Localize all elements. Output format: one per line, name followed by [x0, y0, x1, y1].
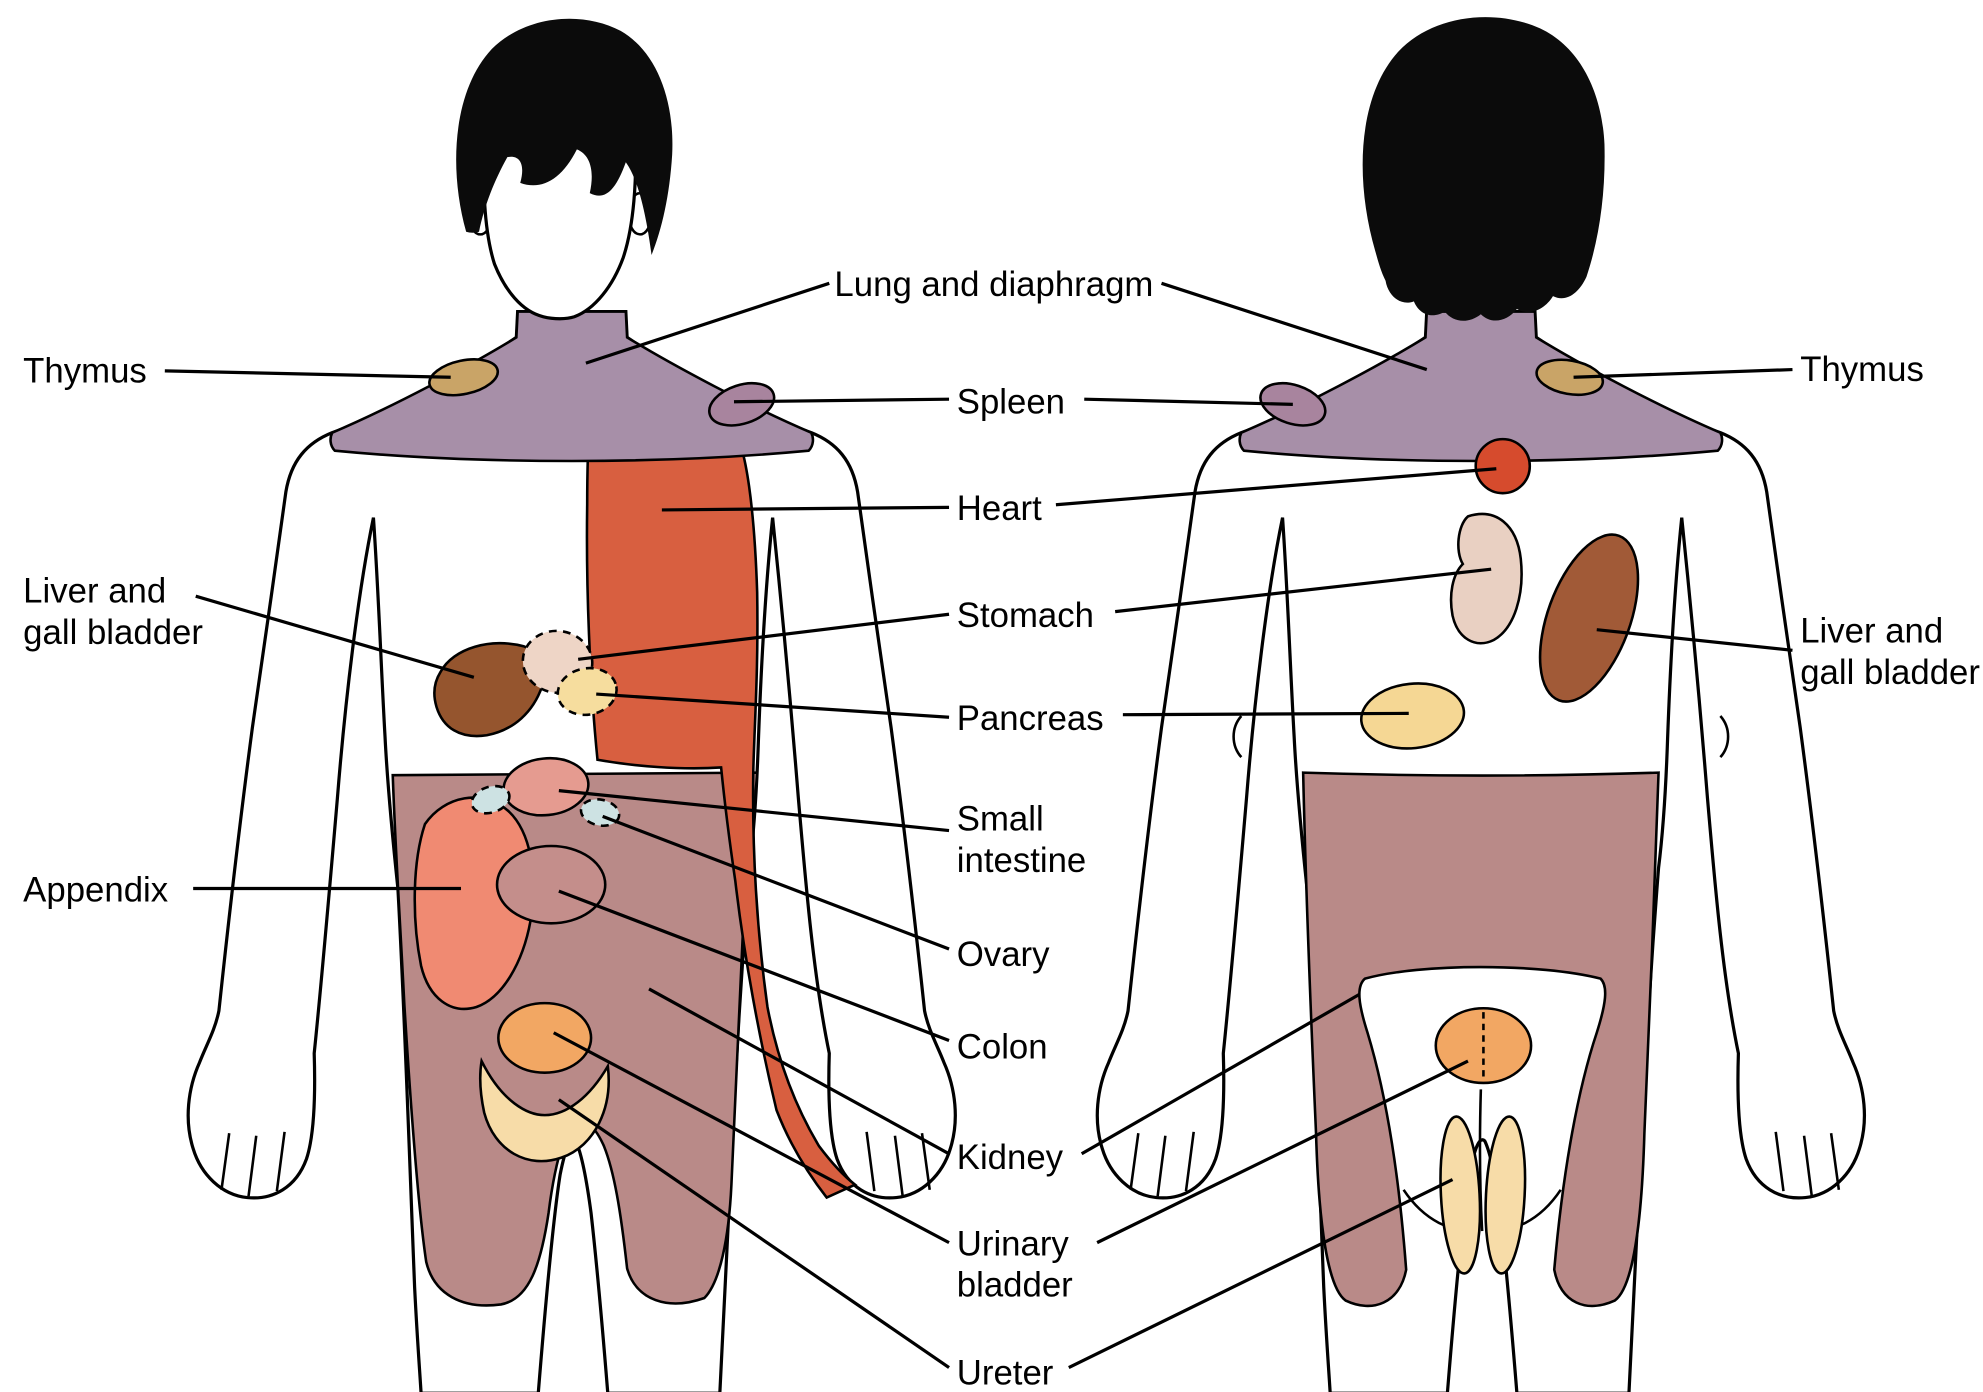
leader-pancreas-front: [596, 692, 950, 719]
front-ureter-zone: [478, 1056, 610, 1163]
label-small-intestine: Small intestine: [957, 798, 1087, 880]
leader-urinary-front: [552, 1031, 950, 1245]
leader-stomach-back: [1114, 567, 1492, 614]
leader-lines: [164, 281, 1793, 1369]
label-liver-gall-front-line2: gall bladder: [23, 612, 203, 652]
label-appendix-text: Appendix: [23, 870, 169, 910]
label-pancreas: Pancreas: [957, 698, 1104, 739]
leader-spleen-front: [733, 397, 950, 404]
label-urinary-bladder: Urinary bladder: [957, 1223, 1073, 1305]
leader-heart-back: [1055, 467, 1497, 507]
leader-lung-back: [1161, 281, 1428, 372]
label-colon: Colon: [957, 1026, 1048, 1067]
label-ureter-text: Ureter: [956, 1353, 1054, 1392]
leader-small-intestine: [558, 789, 950, 833]
label-urinary-bladder-line2: bladder: [956, 1265, 1073, 1305]
back-hair: [1362, 17, 1605, 321]
label-thymus-front: Thymus: [23, 350, 147, 391]
front-urinary-bladder-zone: [497, 1001, 593, 1074]
front-ovary-left-zone: [470, 784, 511, 815]
label-small-intestine-line2: intestine: [956, 840, 1087, 880]
leader-heart-front: [661, 505, 950, 512]
label-thymus-front-text: Thymus: [23, 351, 147, 391]
label-liver-gall-back-line1: Liver and: [1800, 611, 1944, 651]
label-ovary: Ovary: [957, 934, 1050, 975]
label-ovary-text: Ovary: [956, 934, 1050, 974]
leader-ureter-front: [557, 1098, 950, 1369]
label-heart: Heart: [957, 488, 1042, 529]
label-liver-gall-back: Liver and gall bladder: [1800, 610, 1980, 692]
front-hair: [456, 18, 673, 255]
leader-pancreas-back: [1122, 711, 1409, 717]
back-thymus-zone: [1535, 358, 1605, 397]
front-liver-gall-zone: [433, 641, 546, 738]
label-colon-text: Colon: [956, 1027, 1048, 1067]
back-lung-diaphragm-zone: [1238, 310, 1724, 463]
label-ureter: Ureter: [957, 1352, 1054, 1392]
label-small-intestine-line1: Small: [956, 799, 1044, 839]
leader-spleen-back: [1084, 397, 1293, 406]
label-liver-gall-back-line2: gall bladder: [1800, 652, 1980, 692]
back-elbow-creases: [1232, 715, 1730, 759]
back-pelvis-kidney-zone: [1301, 771, 1660, 1308]
back-gluteal-cleft: [1478, 1089, 1484, 1232]
label-liver-gall-front: Liver and gall bladder: [23, 570, 203, 652]
leader-ovary: [602, 814, 950, 951]
back-stomach-zone: [1449, 512, 1523, 645]
label-spleen: Spleen: [957, 381, 1065, 422]
label-urinary-bladder-line1: Urinary: [956, 1224, 1069, 1264]
back-heart-zone: [1474, 437, 1532, 495]
leader-liver-back: [1596, 628, 1793, 652]
front-spleen-zone: [708, 381, 776, 427]
front-heart-zone: [585, 410, 858, 1200]
leader-colon: [558, 889, 950, 1042]
leader-ureter-back: [1068, 1178, 1454, 1369]
label-stomach-text: Stomach: [956, 596, 1094, 635]
leader-thymus-back: [1573, 367, 1793, 379]
leader-thymus-front: [164, 369, 451, 379]
label-heart-text: Heart: [956, 489, 1042, 528]
front-figure: [186, 18, 957, 1392]
leader-urinary-back: [1096, 1059, 1469, 1245]
label-stomach: Stomach: [957, 595, 1094, 636]
front-pancreas-zone: [556, 666, 618, 717]
label-pancreas-text: Pancreas: [956, 699, 1104, 738]
back-pancreas-zone: [1359, 682, 1466, 750]
label-liver-gall-front-line1: Liver and: [23, 571, 167, 611]
front-thymus-zone: [428, 358, 500, 397]
leader-liver-front: [195, 594, 475, 679]
label-lung-and-diaphragm: Lung and diaphragm: [834, 264, 1153, 305]
leader-lung-front: [585, 281, 830, 365]
label-lung-and-diaphragm-text: Lung and diaphragm: [834, 265, 1154, 304]
back-figure: [1095, 17, 1867, 1392]
front-colon-zone: [495, 844, 607, 925]
label-kidney-text: Kidney: [956, 1138, 1064, 1177]
label-kidney: Kidney: [957, 1137, 1063, 1178]
leader-stomach-front: [577, 612, 950, 661]
back-ureter-right-zone: [1484, 1115, 1527, 1275]
label-appendix: Appendix: [23, 869, 168, 910]
label-thymus-back-text: Thymus: [1800, 350, 1924, 389]
leader-kidney-back: [1080, 992, 1361, 1156]
label-thymus-back: Thymus: [1800, 349, 1924, 390]
leader-kidney-front: [648, 987, 950, 1156]
label-spleen-text: Spleen: [956, 382, 1066, 422]
